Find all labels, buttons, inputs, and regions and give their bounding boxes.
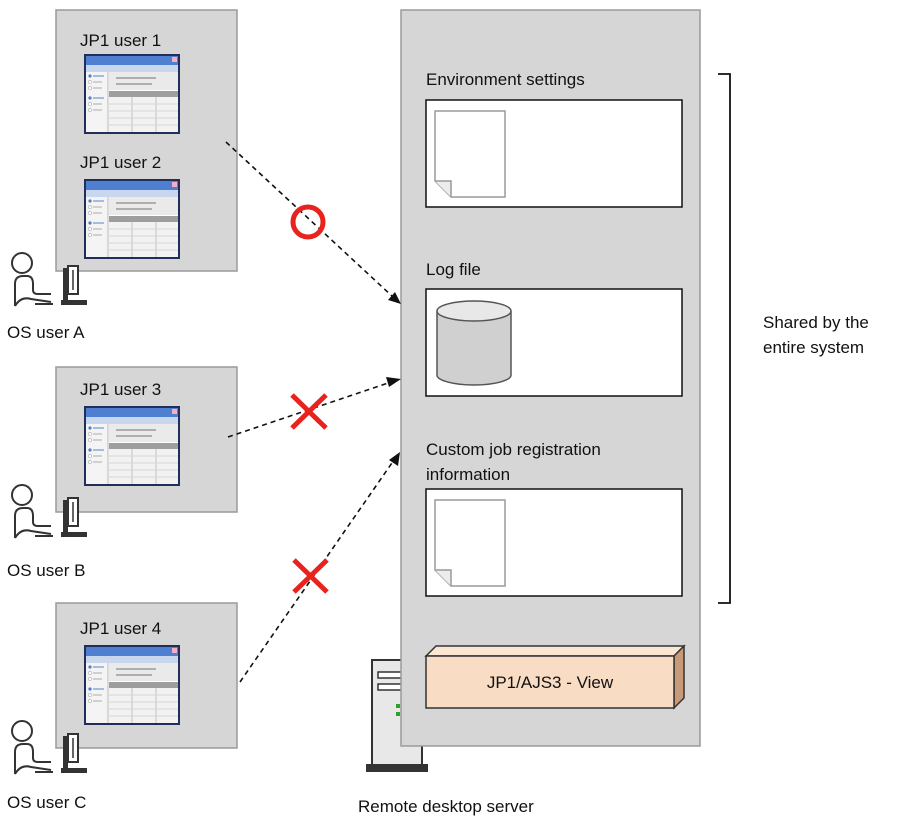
shared-bracket [718,73,731,604]
label-jp1-user-1: JP1 user 1 [80,31,161,50]
label-os-user-b: OS user B [7,561,85,580]
section-title-custom-job-line1: Custom job registration [426,440,601,459]
denied-cross-icon [292,558,329,594]
section-title-custom-job-line2: information [426,465,510,484]
jp1-ajs3-view-product-box: JP1/AJS3 - View [424,644,686,710]
label-os-user-a: OS user A [7,323,85,342]
product-label: JP1/AJS3 - View [487,673,614,692]
shared-note-line2: entire system [763,338,864,357]
connection-arrow-user-3 [227,377,401,438]
app-window-icon [83,405,181,487]
app-window-icon [83,53,181,135]
server-label: Remote desktop server [358,797,534,816]
app-window-icon [83,644,181,726]
label-os-user-c: OS user C [7,793,86,812]
denied-cross-icon [290,393,328,430]
database-icon [436,300,512,386]
section-title-log-file: Log file [426,260,481,279]
section-title-environment-settings: Environment settings [426,70,585,89]
label-jp1-user-2: JP1 user 2 [80,153,161,172]
label-jp1-user-4: JP1 user 4 [80,619,161,638]
connection-arrow-user-1-2 [225,141,401,304]
allowed-circle-icon [290,204,326,240]
document-icon [434,110,506,198]
app-window-icon [83,178,181,260]
document-icon [434,499,506,587]
label-jp1-user-3: JP1 user 3 [80,380,161,399]
shared-note-line1: Shared by the [763,313,869,332]
